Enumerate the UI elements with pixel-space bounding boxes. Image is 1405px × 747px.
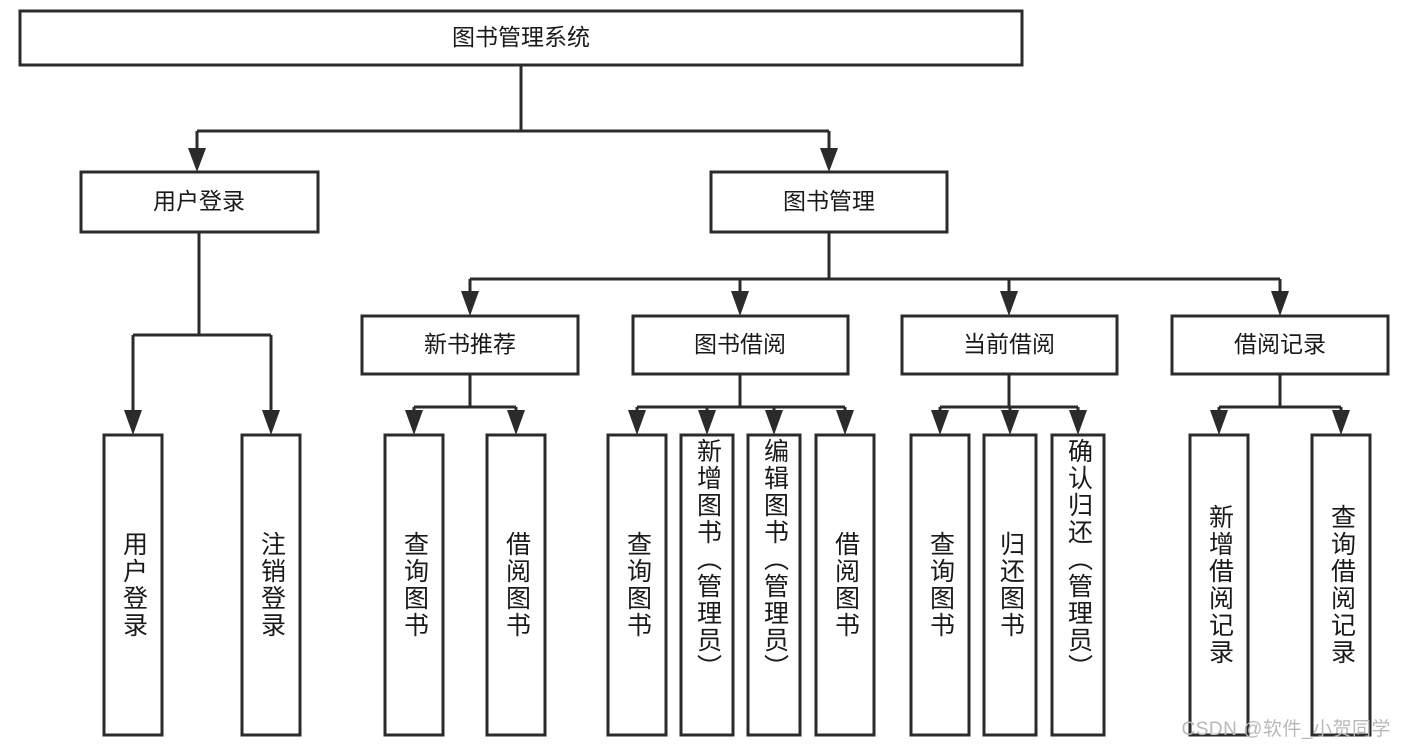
leaf-borrow-book-2-box[interactable] <box>814 433 876 737</box>
node-new-book-recommend[interactable]: 新书推荐 <box>360 314 580 376</box>
root-box[interactable] <box>18 9 1024 67</box>
arrow-head-new-book-recommend <box>461 291 479 316</box>
leaf-query-book-1-box[interactable] <box>383 433 445 737</box>
arrow-head-book-borrow <box>731 291 749 316</box>
arrow-head-leaf-logout <box>262 410 280 435</box>
arrow-head-current-borrow <box>1000 291 1018 316</box>
node-user-login[interactable]: 用户登录 <box>79 170 320 234</box>
leaf-add-record-box[interactable] <box>1188 433 1250 737</box>
leaf-add-book-box[interactable] <box>679 433 735 737</box>
node-borrow-record[interactable]: 借阅记录 <box>1170 314 1390 376</box>
arrow-head-leaf-query-book-1 <box>405 410 423 435</box>
arrow-head-leaf-borrow-book-2 <box>836 410 854 435</box>
book-manage-box[interactable] <box>709 170 949 234</box>
leaf-query-book-2-box[interactable] <box>606 433 668 737</box>
arrow-head-leaf-borrow-book-1 <box>507 410 525 435</box>
arrow-head-leaf-edit-book <box>765 410 783 435</box>
csdn-watermark: CSDN @软件_小贺同学 <box>1181 719 1391 740</box>
leaf-user-login-box[interactable] <box>102 433 164 737</box>
node-root[interactable]: 图书管理系统 <box>18 9 1024 67</box>
user-login-box[interactable] <box>79 170 320 234</box>
leaf-query-book-3-box[interactable] <box>909 433 971 737</box>
arrow-head-book-manage <box>820 148 838 172</box>
arrow-head-leaf-return-book <box>1001 410 1019 435</box>
borrow-record-box[interactable] <box>1170 314 1390 376</box>
current-borrow-box[interactable] <box>900 314 1119 376</box>
leaf-confirm-return-box[interactable] <box>1050 433 1106 737</box>
book-borrow-label: 图书借阅 <box>694 331 786 357</box>
root-label: 图书管理系统 <box>452 24 590 50</box>
arrow-head-leaf-query-record <box>1332 410 1350 435</box>
arrow-head-leaf-query-book-2 <box>628 410 646 435</box>
leaf-box-layer <box>102 433 1372 737</box>
arrow-head-user-login <box>188 148 206 172</box>
book-borrow-box[interactable] <box>631 314 850 376</box>
arrow-head-leaf-query-book-3 <box>931 410 949 435</box>
leaf-borrow-book-1-box[interactable] <box>485 433 547 737</box>
node-current-borrow[interactable]: 当前借阅 <box>900 314 1119 376</box>
arrow-head-leaf-user-login <box>124 410 142 435</box>
book-manage-label: 图书管理 <box>783 188 875 214</box>
leaf-logout-box[interactable] <box>240 433 302 737</box>
connector-layer <box>124 65 1350 435</box>
new-book-recommend-box[interactable] <box>360 314 580 376</box>
leaf-edit-book-box[interactable] <box>746 433 802 737</box>
user-login-label: 用户登录 <box>153 188 245 214</box>
arrow-head-leaf-add-record <box>1210 410 1228 435</box>
node-book-manage[interactable]: 图书管理 <box>709 170 949 234</box>
new-book-recommend-label: 新书推荐 <box>424 331 516 357</box>
leaf-return-book-box[interactable] <box>982 433 1038 737</box>
node-book-borrow[interactable]: 图书借阅 <box>631 314 850 376</box>
arrow-head-leaf-add-book <box>698 410 716 435</box>
arrow-head-borrow-record <box>1271 291 1289 316</box>
arrow-head-leaf-confirm-return <box>1069 410 1087 435</box>
leaf-query-record-box[interactable] <box>1310 433 1372 737</box>
borrow-record-label: 借阅记录 <box>1234 331 1326 357</box>
current-borrow-label: 当前借阅 <box>963 331 1055 357</box>
